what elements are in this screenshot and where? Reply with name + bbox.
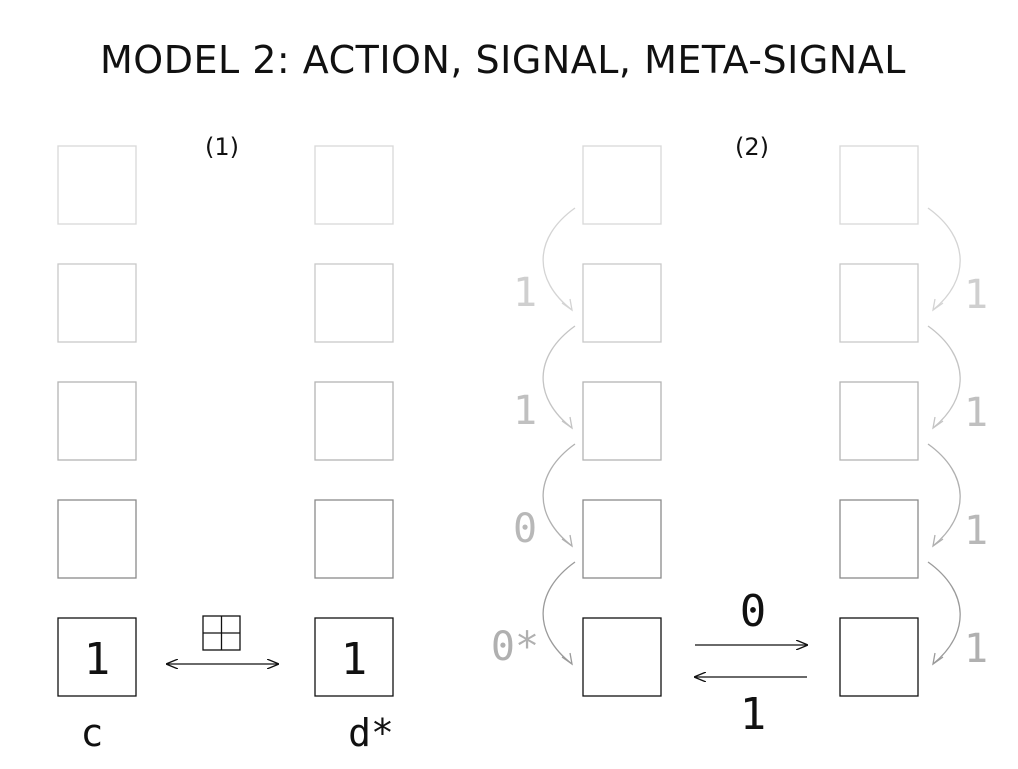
right-transition-label: 1 (964, 390, 988, 436)
panel-1-left-cell (57, 381, 137, 461)
left-transition-label: 0 (513, 506, 537, 552)
panel-1-right-cell-value: 1 (341, 634, 368, 685)
right-transition-label: 1 (964, 272, 988, 318)
panel-2-right-cell (839, 499, 919, 579)
left-transition-label: 1 (513, 388, 537, 434)
panel-2-right-cell (839, 263, 919, 343)
panel-2-right-transitions (927, 207, 961, 666)
left-transition-arrowhead (561, 298, 573, 312)
right-transition-arrowhead (932, 652, 944, 666)
arrow-right-label: 0 (740, 586, 767, 637)
panel-2-left-transition-labels: 1 1 0 0* (491, 270, 539, 670)
panel-2-right-cell (839, 617, 919, 697)
panel-2-left-transitions (542, 207, 576, 666)
left-transition-label: 1 (513, 270, 537, 316)
panel-1-left-cell (57, 499, 137, 579)
right-transition-arc (927, 207, 961, 311)
left-transition-arrowhead (561, 416, 573, 430)
right-transition-arrowhead (932, 298, 944, 312)
right-transition-arc (927, 561, 961, 665)
right-transition-arrowhead (932, 534, 944, 548)
panel-1-right-caption: d* (348, 711, 394, 755)
panel-1-right-cell (314, 617, 394, 697)
panel-2-left-column (582, 145, 662, 697)
grid-icon (202, 615, 241, 651)
panel-2-right-cell (839, 145, 919, 225)
panel-2-label: (2) (735, 133, 769, 161)
left-transition-arrowhead (561, 534, 573, 548)
right-transition-arrowhead (932, 416, 944, 430)
panel-1-left-column (57, 145, 137, 697)
panel-2-right-cell (839, 381, 919, 461)
panel-1-right-cell (314, 499, 394, 579)
panel-1-left-cell-value: 1 (84, 634, 111, 685)
page-title: MODEL 2: ACTION, SIGNAL, META-SIGNAL (100, 38, 906, 82)
right-transition-arc (927, 325, 961, 429)
panel-1-label: (1) (205, 133, 239, 161)
panel-2-right-column (839, 145, 919, 697)
panel-2-left-cell (582, 381, 662, 461)
panel-2-left-cell (582, 499, 662, 579)
panel-2-left-cell (582, 145, 662, 225)
left-transition-arrowhead (561, 652, 573, 666)
panel-1-left-caption: c (81, 711, 104, 755)
left-transition-arc (542, 561, 576, 665)
panel-1-left-cell (57, 145, 137, 225)
panel-2-right-transition-labels: 1 1 1 1 (964, 272, 988, 672)
panel-1-right-cell (314, 263, 394, 343)
right-transition-label: 1 (964, 508, 988, 554)
panel-1-right-cell (314, 145, 394, 225)
panel-1-right-column (314, 145, 394, 697)
right-transition-label: 1 (964, 626, 988, 672)
panel-1-right-cell (314, 381, 394, 461)
panel-2-left-cell (582, 617, 662, 697)
left-transition-arc (542, 325, 576, 429)
arrow-left-label: 1 (740, 689, 767, 740)
panel-2-left-cell (582, 263, 662, 343)
right-transition-arc (927, 443, 961, 547)
panel-1-left-cell (57, 263, 137, 343)
left-transition-arc (542, 443, 576, 547)
left-transition-label: 0* (491, 624, 539, 670)
left-transition-arc (542, 207, 576, 311)
panel-1-left-cell (57, 617, 137, 697)
